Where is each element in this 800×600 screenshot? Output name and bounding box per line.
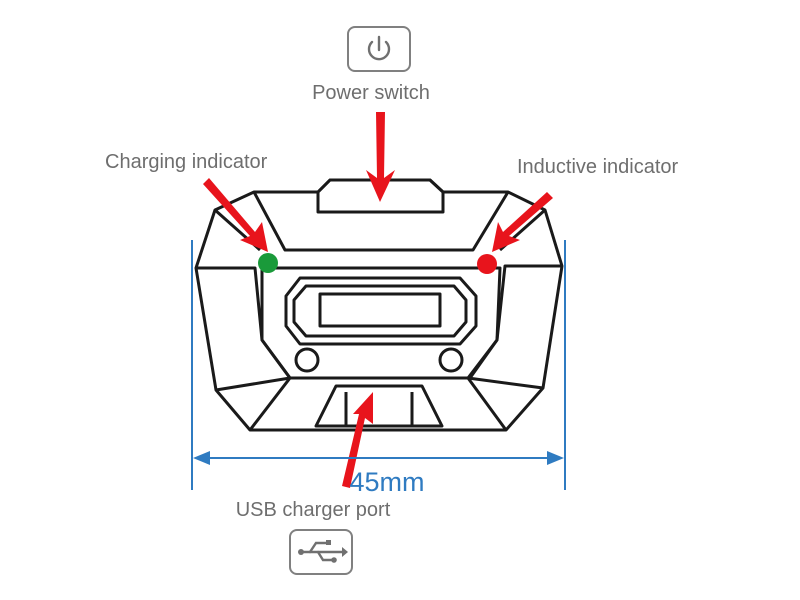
inductive-indicator-label: Inductive indicator: [517, 156, 679, 178]
charging-arrow: [203, 178, 268, 252]
inductive-arrow: [492, 192, 553, 252]
power-icon: [347, 26, 411, 72]
power-arrow: [366, 112, 395, 202]
width-dimension-label: 45mm: [349, 467, 424, 497]
charging-indicator-label: Charging indicator: [105, 151, 268, 173]
usb-icon: [289, 529, 353, 575]
usb-arrow: [342, 392, 373, 488]
power-switch-button: [316, 178, 445, 214]
usb-charger-port-label: USB charger port: [236, 499, 391, 521]
inductive-led: [477, 254, 497, 274]
right-screw: [438, 347, 464, 373]
device-body: [194, 178, 564, 432]
callout-arrows: [203, 112, 553, 488]
charging-led: [258, 253, 278, 273]
width-dimension: [191, 240, 566, 490]
left-screw: [294, 347, 320, 373]
usb-port: [314, 384, 444, 428]
power-switch-label: Power switch: [312, 82, 430, 104]
